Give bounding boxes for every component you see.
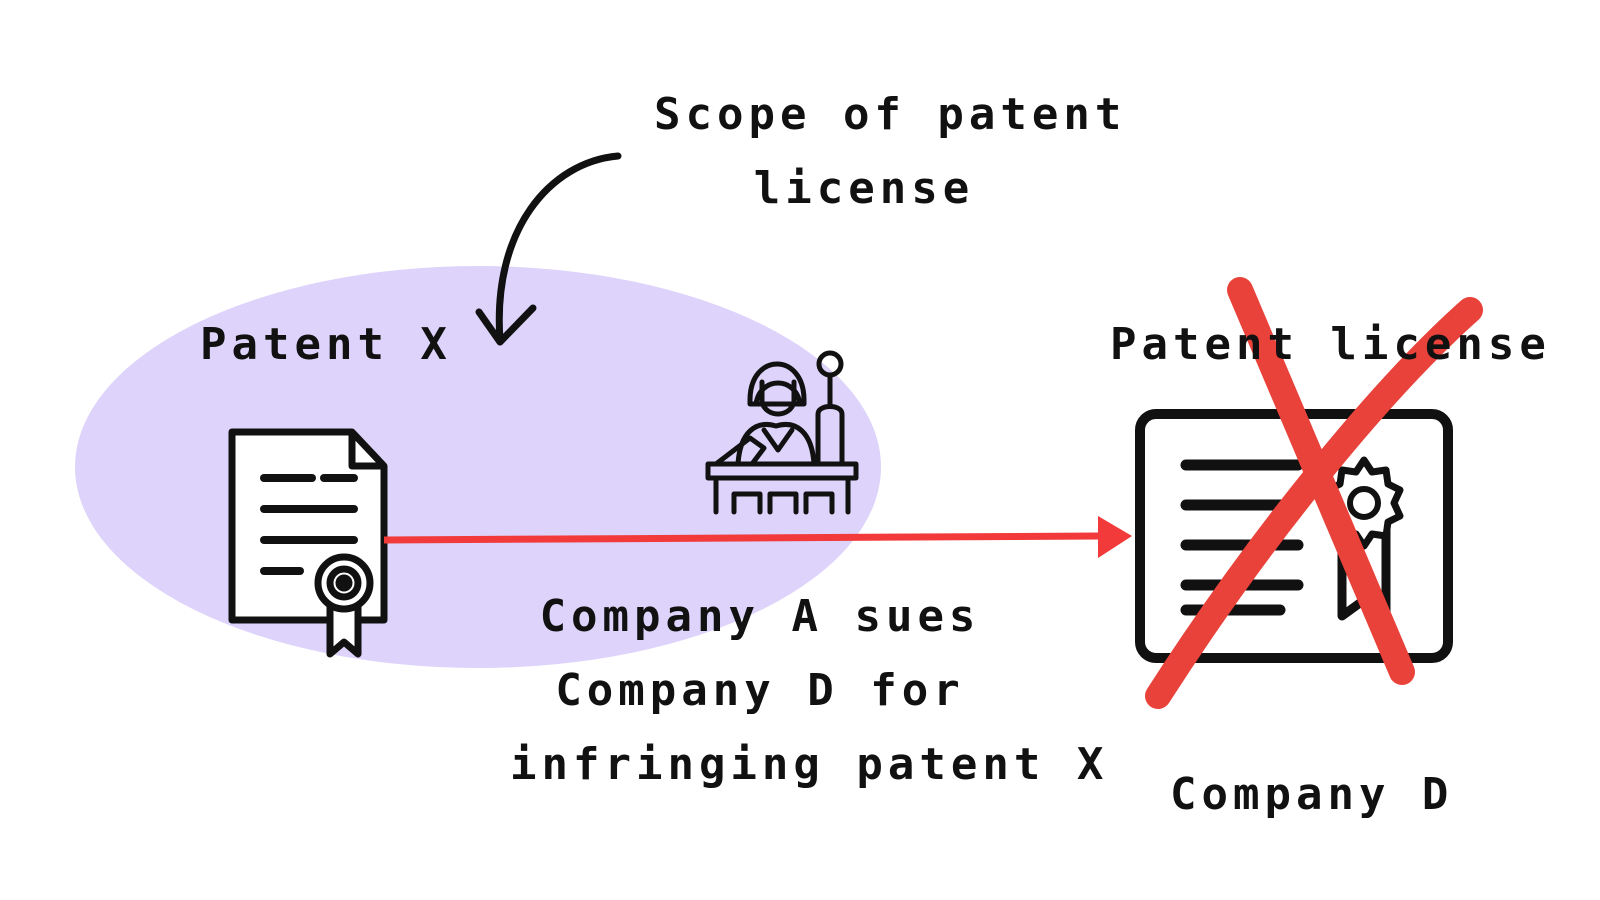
scope-annotation-line-1: Scope of patent <box>654 89 1127 140</box>
judge-icon <box>705 350 859 515</box>
patent-document-icon <box>228 428 388 658</box>
scope-pointer-arrow <box>475 152 622 346</box>
lawsuit-arrow <box>383 516 1132 558</box>
patent-license-label: Patent license <box>1110 319 1551 370</box>
lawsuit-caption: Company A sues Company D for infringing … <box>510 580 1109 802</box>
lawsuit-caption-line-3: infringing patent X <box>510 739 1109 790</box>
cross-out-mark <box>1145 277 1483 709</box>
patent-x-label: Patent X <box>200 319 452 370</box>
company-d-label: Company D <box>1170 769 1454 820</box>
scope-annotation: Scope of patent license <box>654 78 1127 226</box>
lawsuit-caption-line-1: Company A sues <box>539 591 981 642</box>
lawsuit-caption-line-2: Company D for <box>555 665 965 716</box>
scope-annotation-line-2: license <box>753 163 975 214</box>
